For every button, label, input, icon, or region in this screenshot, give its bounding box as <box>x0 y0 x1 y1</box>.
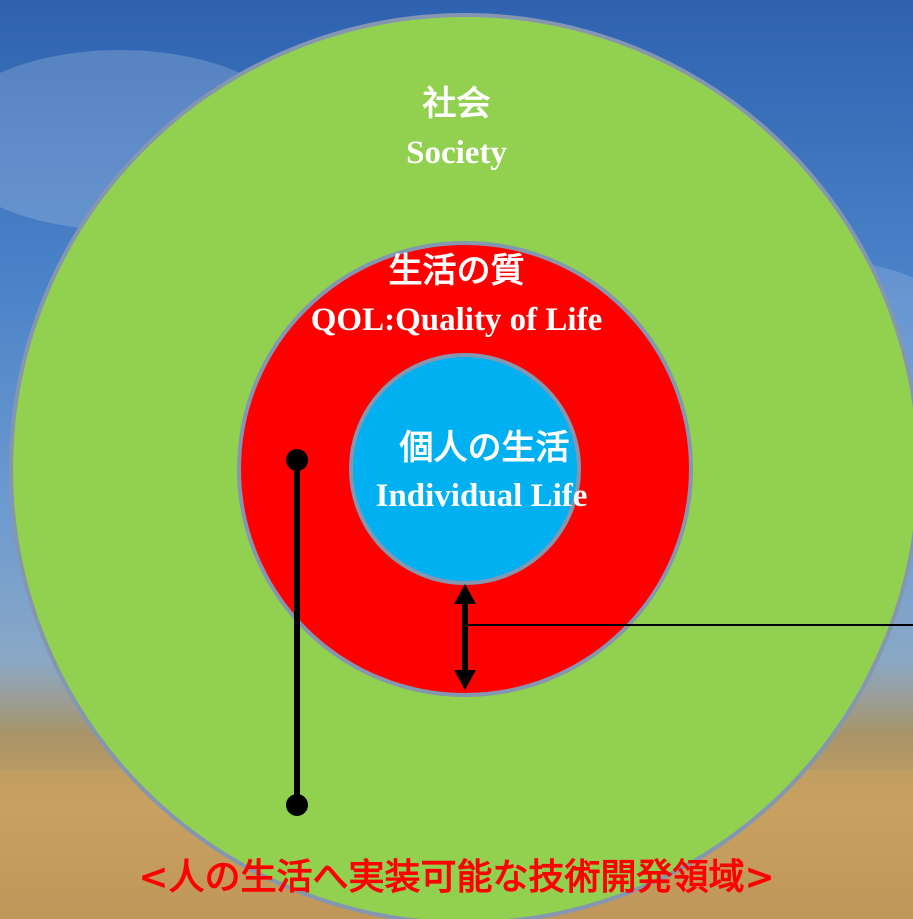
range-start-dot <box>286 449 308 471</box>
society-label-en: Society <box>406 135 507 171</box>
individual-label-jp: 個人の生活 <box>399 428 570 468</box>
arrow-down-head <box>454 670 476 690</box>
arrow-up-head <box>454 584 476 604</box>
range-end-dot <box>286 794 308 816</box>
individual-label-en: Individual Life <box>375 478 588 514</box>
society-label-jp: 社会 <box>422 84 491 124</box>
ring-individual <box>349 353 581 585</box>
caption: <人の生活へ実装可能な技術開発領域> <box>138 857 775 898</box>
qol-label-jp: 生活の質 <box>388 251 525 291</box>
qol-label-en: QOL:Quality of Life <box>310 302 603 338</box>
